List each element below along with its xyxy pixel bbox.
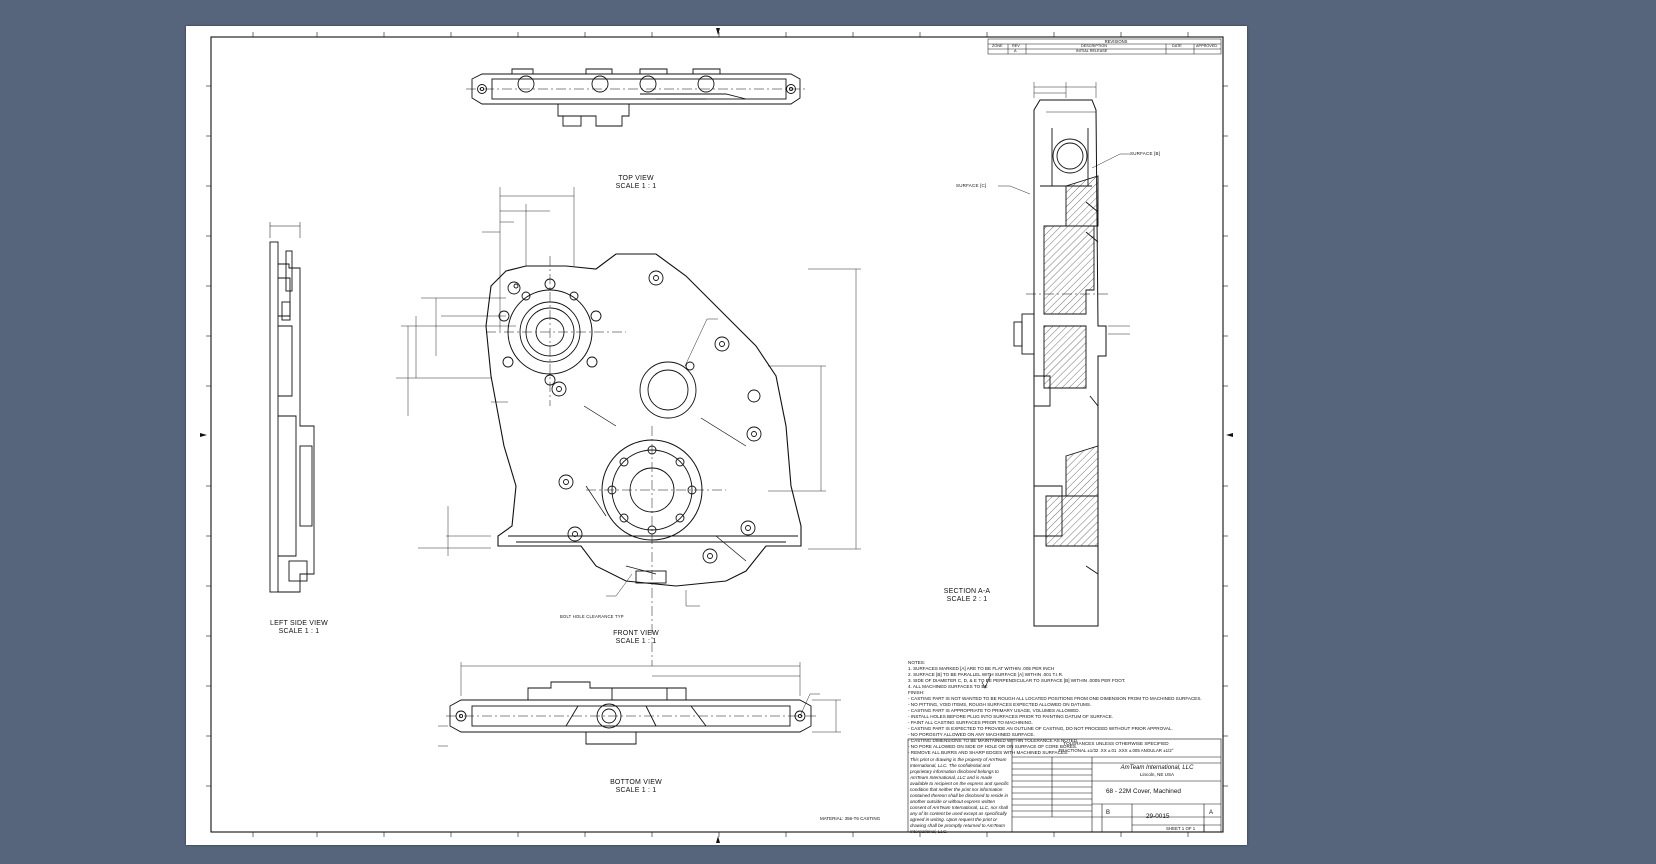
section-view-scale: SCALE 2 : 1 <box>946 596 988 603</box>
title-block <box>907 738 1222 833</box>
surface-c-callout: SURFACE [C] <box>956 183 987 188</box>
top-view-scale: SCALE 1 : 1 <box>615 183 657 190</box>
centering-arrows <box>200 28 1233 843</box>
finish-item: - PAINT ALL CASTING SURFACES PRIOR TO MA… <box>908 720 1033 725</box>
left-view-title: LEFT SIDE VIEW <box>270 620 328 627</box>
section-view-label: SECTION A-A SCALE 2 : 1 <box>932 588 1002 604</box>
material-note: MATERIAL: 356-T6 CASTING <box>820 816 881 821</box>
finish-item: - NO PITTING, VOID ITEMS, ROUGH SURFACES… <box>908 702 1092 707</box>
note-item: 1. SURFACES MARKED [A] ARE TO BE FLAT WI… <box>908 666 1055 671</box>
drawing-sheet: TOP VIEW SCALE 1 : 1 LEFT SIDE VIEW SCAL… <box>186 26 1247 845</box>
note-item: 2. SURFACE [B] TO BE PARALLEL WITH SURFA… <box>908 672 1064 677</box>
surface-b-callout: SURFACE [B] <box>1130 151 1161 156</box>
front-view-scale: SCALE 1 : 1 <box>615 638 657 645</box>
finish-item: - NO PORE ALLOWED ON SIDE OF HOLE OR ON … <box>908 744 1078 749</box>
finish-item: - CASTING PART IS APPROPRIATE TO PRIMARY… <box>908 708 1080 713</box>
zone-ticks <box>206 32 1228 837</box>
tolerance-line: FRACTIONAL ±1/32 .XX ±.01 .XXX ±.005 ANG… <box>1058 748 1174 753</box>
finish-item: - INSTALL HOLES BEFORE PLUG INTO SURFACE… <box>908 714 1114 719</box>
left-view-scale: SCALE 1 : 1 <box>278 628 320 635</box>
finish-item: - CASTING PART IS NOT WANTED TO BE ROUGH… <box>908 696 1202 701</box>
front-view <box>485 253 802 666</box>
top-view <box>466 68 806 127</box>
general-notes: NOTES: 1. SURFACES MARKED [A] ARE TO BE … <box>908 660 1218 756</box>
top-view-title: TOP VIEW <box>618 175 654 182</box>
rev-col-description: DESCRIPTION <box>1081 44 1107 48</box>
front-dimensions <box>396 187 861 607</box>
drawing-border <box>210 36 1224 833</box>
left-view-label: LEFT SIDE VIEW SCALE 1 : 1 <box>264 620 334 636</box>
finish-item: - CASTING DIMENSIONS TO BE MAINTAINED WI… <box>908 738 1079 743</box>
surface-finish-symbol <box>981 673 992 689</box>
finish-item: - NO POROSITY ALLOWED ON ANY MACHINED SU… <box>908 732 1035 737</box>
drawing-number: 29-0015 <box>1146 813 1170 820</box>
bottom-view-scale: SCALE 1 : 1 <box>615 787 657 794</box>
sheet-number: SHEET 1 OF 1 <box>1166 826 1196 831</box>
bottom-view-label: BOTTOM VIEW SCALE 1 : 1 <box>596 779 676 795</box>
bottom-view-title: BOTTOM VIEW <box>610 779 662 786</box>
company-location: Lincoln, NE USA <box>1139 772 1175 777</box>
note-item: 3. SIDE OF DIAMETER C, D, & E TO BE PERP… <box>908 678 1126 683</box>
rev-row-description: INITIAL RELEASE <box>1076 49 1108 53</box>
rev-col-rev: REV <box>1012 44 1020 48</box>
bolt-hole-callout: BOLT HOLE CLEARANCE TYP <box>560 614 624 619</box>
section-view-title: SECTION A-A <box>943 588 991 595</box>
size-value: B <box>1106 810 1111 816</box>
revisions-header: REVISIONS <box>1104 39 1128 44</box>
section-a-a-view <box>998 82 1130 627</box>
rev-col-approved: APPROVED <box>1196 44 1218 48</box>
bottom-view <box>438 662 841 747</box>
revision-block <box>987 38 1222 55</box>
part-title: 68 - 22M Cover, Machined <box>1106 788 1181 795</box>
finish-item: - REMOVE ALL BURRS AND SHARP EDGES WITH … <box>908 750 1069 755</box>
rev-col-date: DATE <box>1172 44 1182 48</box>
finish-item: - CASTING PART IS EXPECTED TO PROVIDE AN… <box>908 726 1173 731</box>
left-side-view <box>269 222 315 593</box>
company-name: AmTeam International, LLC <box>1120 765 1194 771</box>
note-item: 4. ALL MACHINED SURFACES TO BE <box>908 684 988 689</box>
proprietary-notice: This print or drawing is the property of… <box>910 757 1009 834</box>
tolerance-header: TOLERANCES UNLESS OTHERWISE SPECIFIED <box>1063 741 1169 746</box>
front-view-title: FRONT VIEW <box>613 630 659 637</box>
notes-header: NOTES: <box>908 660 926 665</box>
finish-header: FINISH: <box>908 690 925 695</box>
rev-row-rev: A <box>1014 49 1017 53</box>
rev-value: A <box>1209 810 1214 816</box>
top-view-label: TOP VIEW SCALE 1 : 1 <box>596 175 676 191</box>
front-view-label: FRONT VIEW SCALE 1 : 1 <box>596 630 676 646</box>
drawing-canvas <box>200 28 1233 843</box>
rev-col-zone: ZONE <box>992 44 1003 48</box>
